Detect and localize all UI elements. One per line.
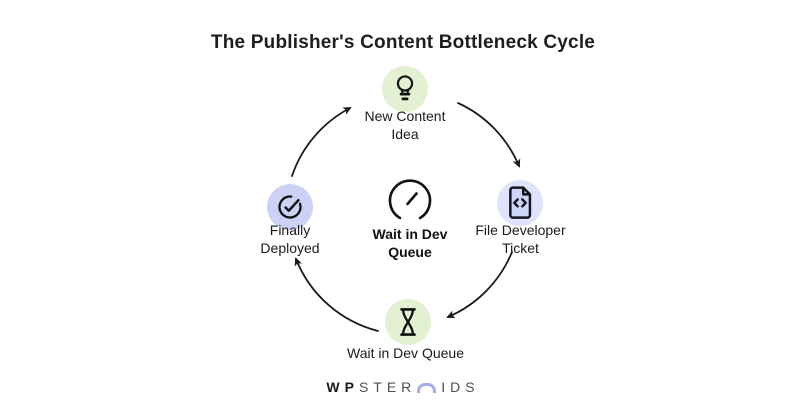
arrow-top-to-right: [457, 102, 521, 168]
arch-icon: [417, 383, 437, 393]
node-label-line: New Content: [364, 108, 446, 124]
node-label-line: Deployed: [260, 240, 320, 257]
code-file-icon: [497, 180, 543, 226]
node-label-line: Finally: [269, 222, 311, 238]
arrow-left-to-top: [291, 107, 352, 177]
logo-mid-text: STER: [358, 379, 417, 395]
diagram-title: The Publisher's Content Bottleneck Cycle: [210, 32, 596, 53]
check-circle-icon: [267, 184, 313, 230]
gauge-icon: [386, 177, 434, 225]
node-new-content-idea: New Content Idea: [325, 107, 485, 144]
lightbulb-icon: [382, 66, 428, 112]
center-label-line: Wait in Dev: [372, 226, 448, 242]
node-label-line: Ticket: [502, 240, 539, 257]
node-finally-deployed: Finally Deployed: [228, 221, 352, 258]
center-label: Wait in Dev Queue: [348, 225, 472, 261]
arrow-right-to-bottom: [446, 251, 513, 319]
node-label-line: Wait in Dev Queue: [347, 345, 464, 361]
node-wait-in-dev-queue: Wait in Dev Queue: [318, 344, 493, 362]
arrow-bottom-to-left: [294, 257, 379, 332]
center-label-line: Queue: [388, 244, 432, 261]
logo-bold-text: WP: [326, 379, 359, 395]
logo-suffix-text: IDS: [441, 379, 480, 395]
node-label-line: File Developer: [475, 222, 566, 238]
node-file-developer-ticket: File Developer Ticket: [448, 221, 593, 258]
node-label-line: Idea: [391, 126, 419, 143]
hourglass-icon: [385, 299, 431, 345]
